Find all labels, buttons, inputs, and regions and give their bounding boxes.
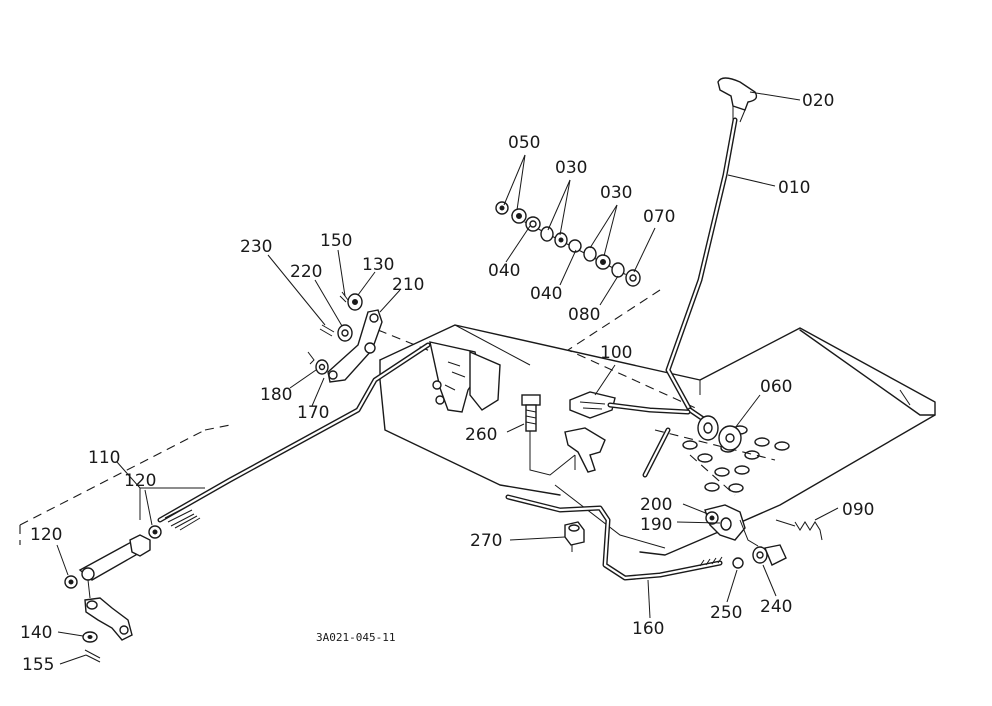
lower-arm (82, 597, 133, 663)
callout-190: 190 (640, 515, 672, 535)
callout-230: 230 (240, 237, 272, 257)
callout-140: 140 (20, 623, 52, 643)
shaft-boss (697, 415, 742, 451)
pedal-bracket (564, 427, 606, 473)
callout-260: 260 (465, 425, 497, 445)
callout-200: 200 (640, 495, 672, 515)
callout-150: 150 (320, 231, 352, 251)
callout-120-upper: 120 (124, 471, 156, 491)
handle-020 (717, 77, 758, 123)
rod-160 (505, 494, 723, 581)
callout-080: 080 (568, 305, 600, 325)
callout-040-right: 040 (530, 284, 562, 304)
callout-170: 170 (297, 403, 329, 423)
callout-270: 270 (470, 531, 502, 551)
right-parts (704, 504, 823, 569)
callout-110: 110 (88, 448, 120, 468)
switch-block (429, 341, 501, 413)
nut-270 (564, 521, 585, 552)
left-bracket-110 (64, 525, 162, 599)
callout-030-upper: 030 (555, 158, 587, 178)
bolt-260 (521, 394, 541, 432)
base-plate (379, 324, 936, 556)
callout-120-lower: 120 (30, 525, 62, 545)
leader-lines (56, 91, 839, 665)
callout-240: 240 (760, 597, 792, 617)
callout-155: 155 (22, 655, 54, 675)
guide-lines (19, 289, 701, 545)
callout-220: 220 (290, 262, 322, 282)
callout-070: 070 (643, 207, 675, 227)
callout-250: 250 (710, 603, 742, 623)
callout-180: 180 (260, 385, 292, 405)
callout-labels: 020 010 050 030 030 070 040 040 080 100 … (20, 91, 874, 675)
callout-050: 050 (508, 133, 540, 153)
callout-060: 060 (760, 377, 792, 397)
callout-090: 090 (842, 500, 874, 520)
drawing-reference-code: 3A021-045-11 (316, 631, 395, 644)
callout-130: 130 (362, 255, 394, 275)
callout-210: 210 (392, 275, 424, 295)
lever-210 (327, 309, 383, 383)
washer-stack (495, 201, 641, 287)
callout-100: 100 (600, 343, 632, 363)
callout-020: 020 (802, 91, 834, 111)
callout-030-lower: 030 (600, 183, 632, 203)
link-rod (157, 342, 431, 531)
callout-010: 010 (778, 178, 810, 198)
plate-holes (682, 425, 790, 493)
callout-040-left: 040 (488, 261, 520, 281)
callout-160: 160 (632, 619, 664, 639)
pedal-100 (569, 391, 691, 478)
